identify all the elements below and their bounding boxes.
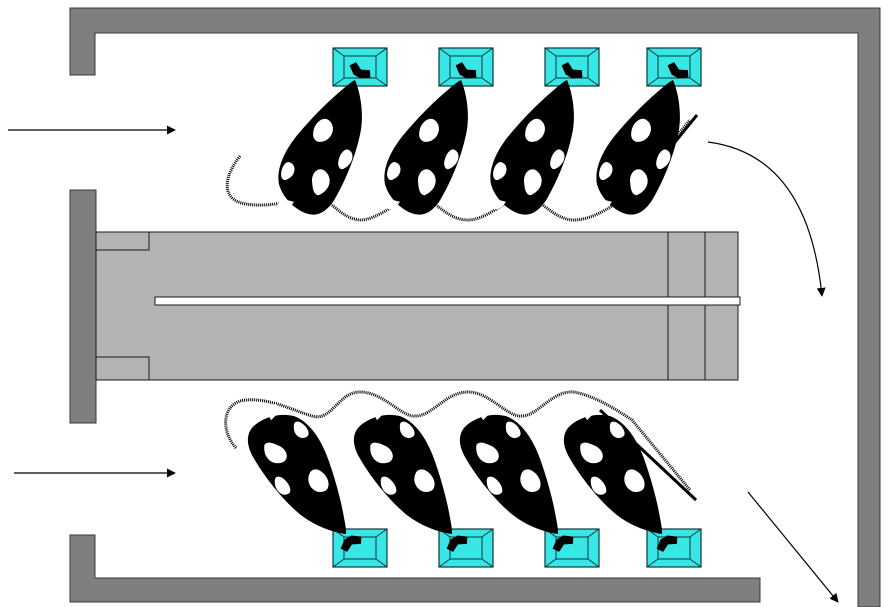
bottom-exit-arrow [747,491,839,603]
bottom-row-feeders [332,528,702,568]
entry-rail [69,189,97,424]
bottom-row-fence [224,390,692,491]
milking-pit [95,231,741,381]
pit-rail [154,296,741,306]
bottom-row-cows [235,393,691,569]
top-row-feeders [332,47,702,87]
cow-bottom-1 [235,393,375,569]
top-exit-arrow [707,141,826,297]
top-row-fence [225,119,692,222]
outer-wall [69,7,881,607]
